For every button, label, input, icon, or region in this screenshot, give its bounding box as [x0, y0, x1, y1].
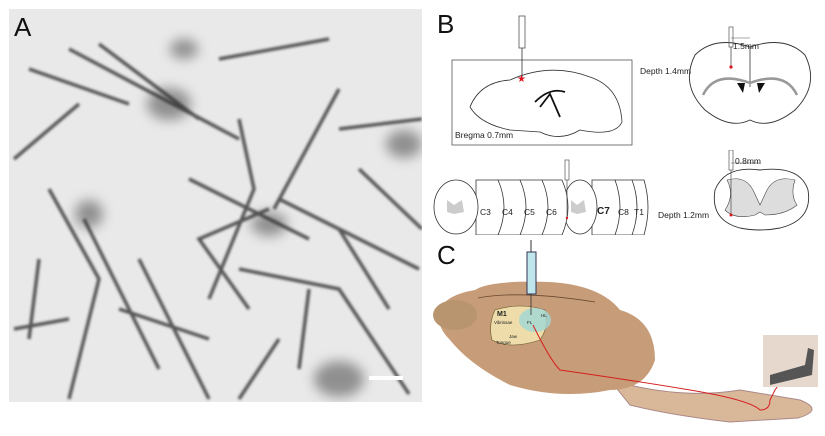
cord-injection-dot: [729, 213, 733, 217]
segment-c6: C6: [546, 207, 557, 217]
scale-bar: [369, 376, 403, 380]
injection-star: ★: [517, 74, 526, 85]
sagittal-brain-diagram: ★: [451, 15, 633, 146]
coronal-lateral-label: 1.5mm: [733, 41, 759, 51]
spinal-cord-cross-section: [713, 150, 810, 231]
brain-spinal-cord-illustration: [433, 240, 818, 423]
segment-c8: C8: [618, 207, 629, 217]
segment-c7: C7: [597, 206, 610, 217]
segment-c5: C5: [524, 207, 535, 217]
region-jaw: Jaw: [509, 334, 518, 339]
segment-t1: T1: [634, 207, 644, 217]
cord-depth-label: Depth 1.2mm: [658, 210, 710, 220]
spinal-segments-diagram: [433, 159, 649, 235]
region-tongue: Tongue: [496, 340, 511, 345]
segment-c4: C4: [502, 207, 513, 217]
region-m1: M1: [497, 311, 507, 318]
region-fl: FL: [527, 320, 533, 325]
coronal-depth-label: Depth 1.4mm: [640, 66, 692, 76]
cord-lateral-label: 0.8mm: [735, 156, 761, 166]
region-vibrissae: Vibrissae: [494, 320, 513, 325]
micrograph-image: [9, 9, 422, 402]
segment-c3: C3: [480, 207, 491, 217]
panel-label-b: B: [437, 9, 455, 39]
bregma-label: Bregma 0.7mm: [455, 130, 514, 140]
syringe-icon: [526, 251, 537, 295]
injection-dot: [729, 65, 733, 69]
panel-label-c: C: [437, 240, 456, 270]
corticospinal-tract: [532, 324, 799, 411]
panel-label-a: A: [14, 12, 32, 42]
coronal-brain-diagram: [688, 26, 812, 124]
region-hl: HL: [541, 313, 547, 318]
